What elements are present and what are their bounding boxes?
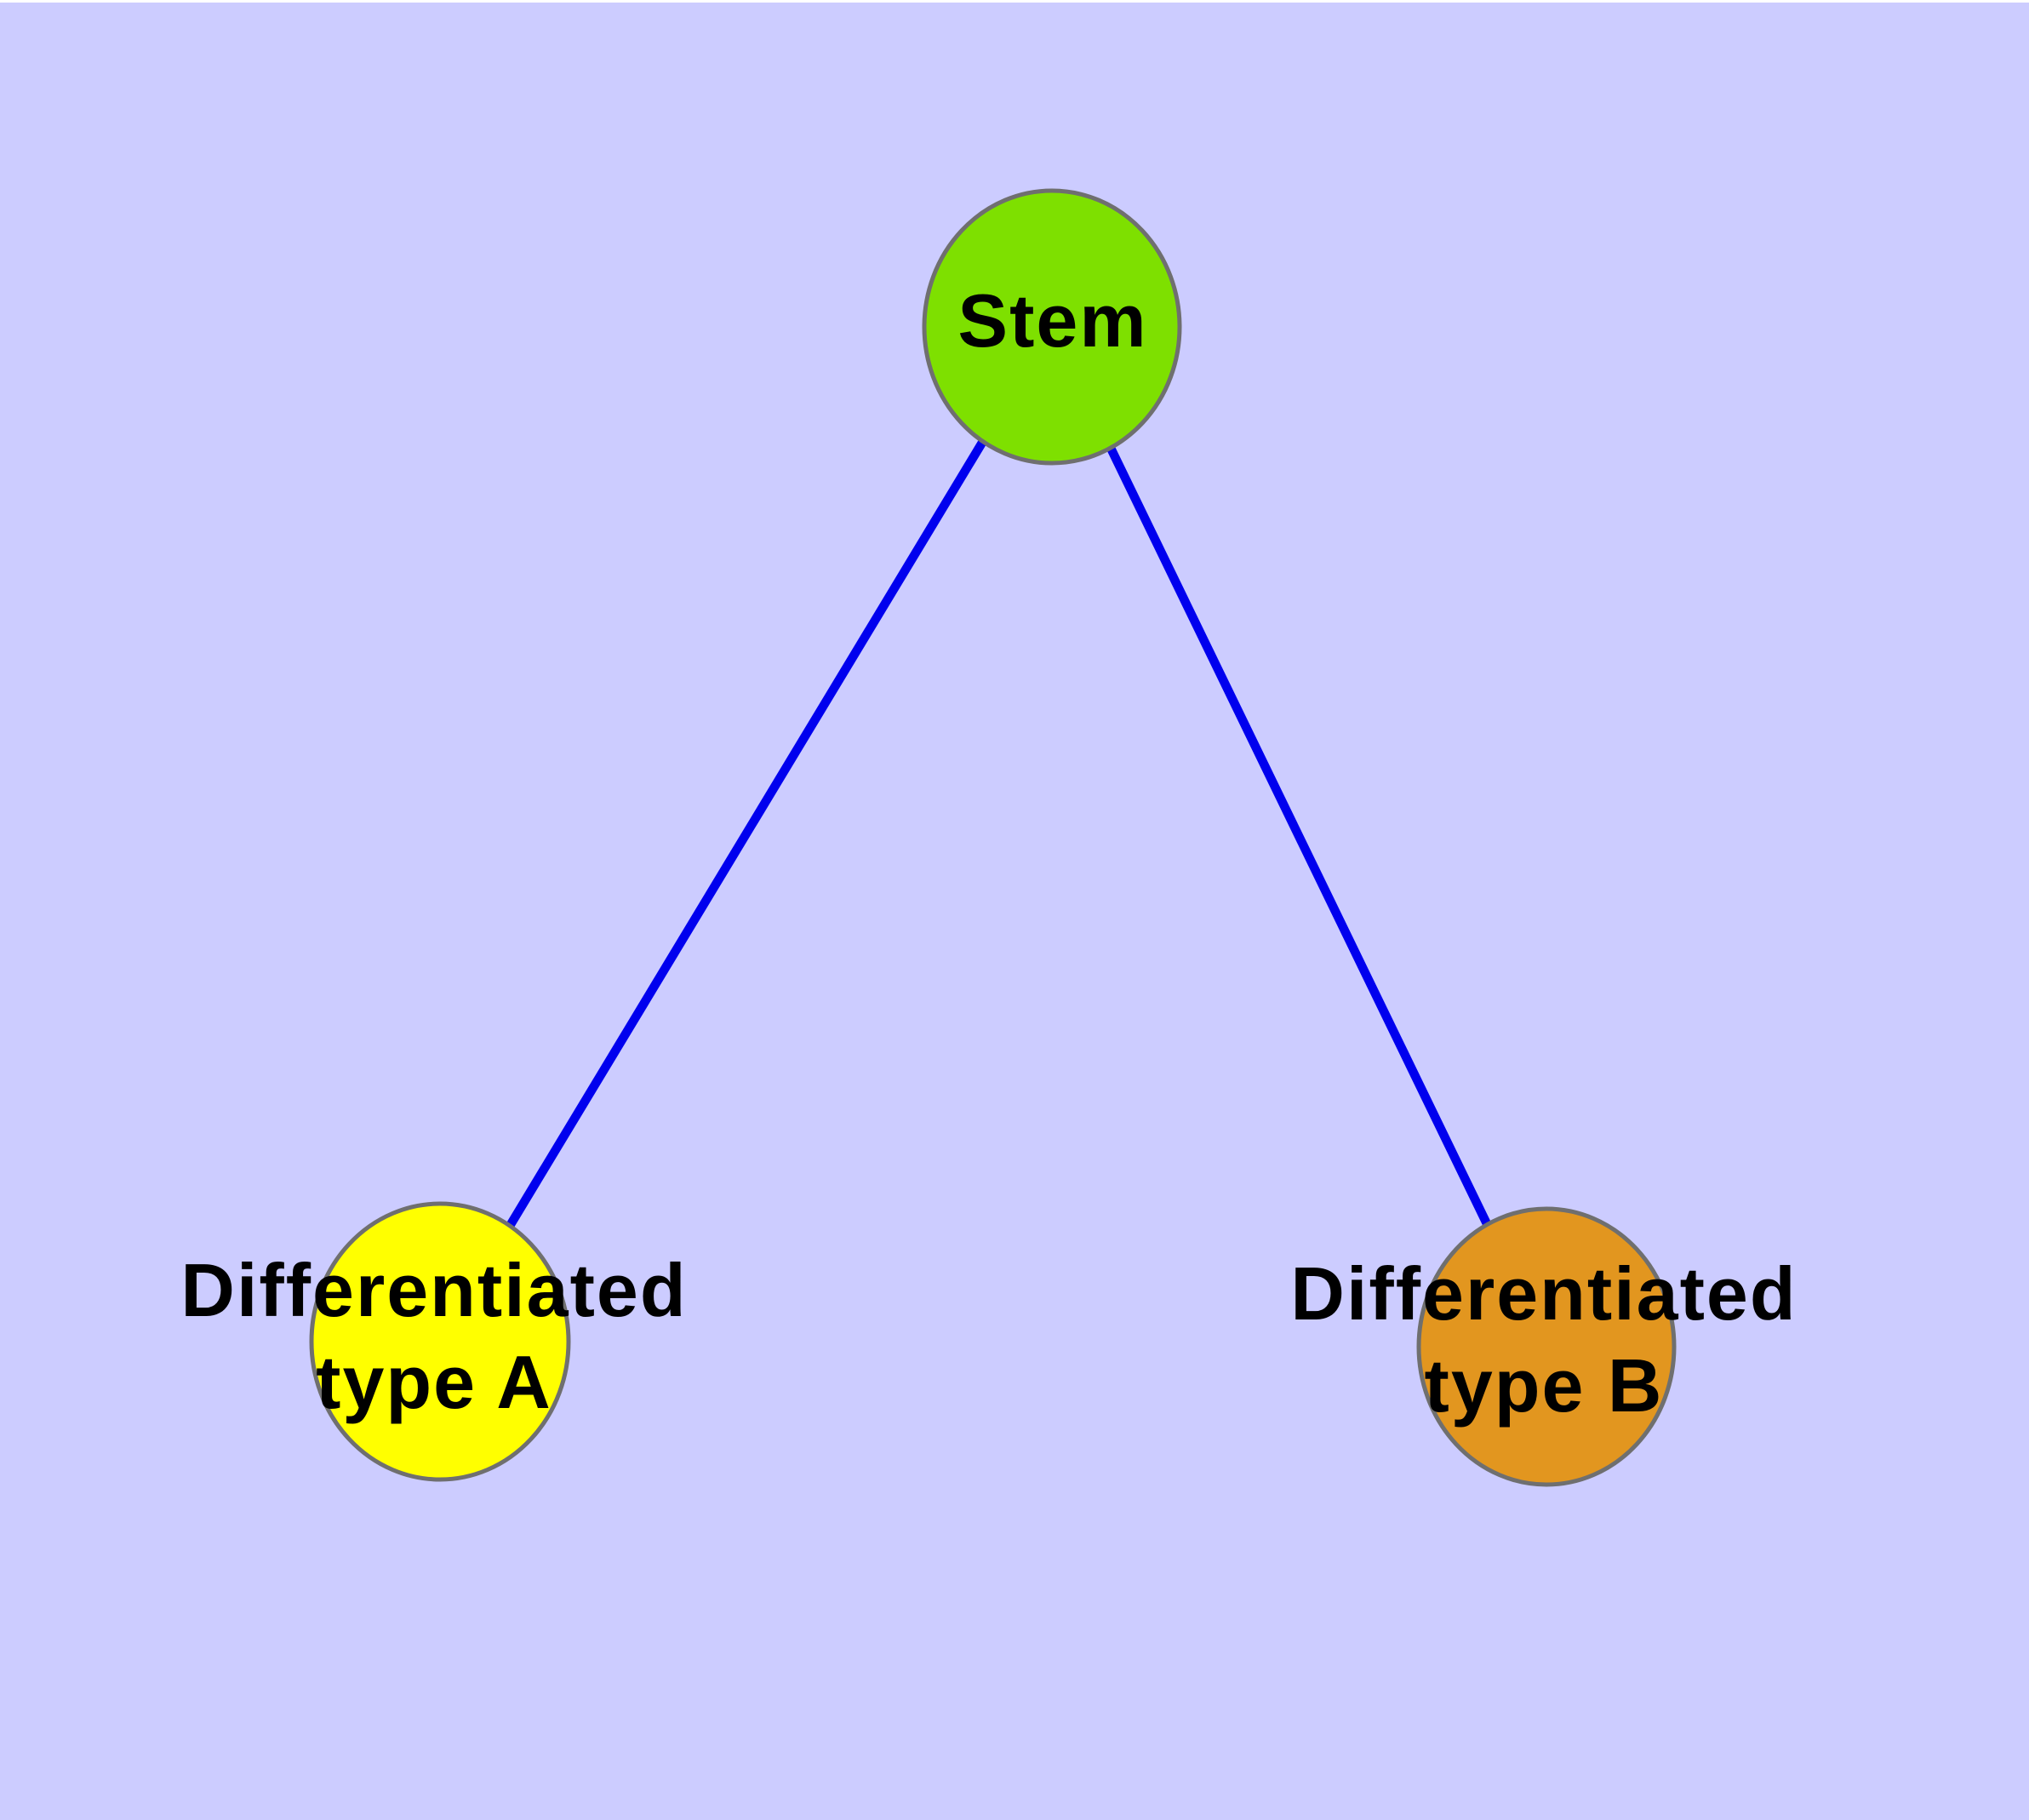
node-type-b-label-line2: type B bbox=[1425, 1343, 1664, 1428]
node-type-a-label-line2: type A bbox=[316, 1340, 552, 1424]
edge-stem-to-type-b bbox=[1048, 324, 1551, 1349]
node-type-a-label-line1: Differentiated bbox=[180, 1248, 687, 1332]
node-type-b-label-line1: Differentiated bbox=[1290, 1251, 1797, 1336]
node-differentiated-type-a bbox=[309, 1201, 571, 1482]
edge-stem-to-type-a bbox=[436, 324, 1056, 1344]
node-differentiated-type-b bbox=[1416, 1206, 1677, 1487]
node-stem-label: Stem bbox=[957, 278, 1147, 363]
node-stem bbox=[922, 188, 1182, 466]
